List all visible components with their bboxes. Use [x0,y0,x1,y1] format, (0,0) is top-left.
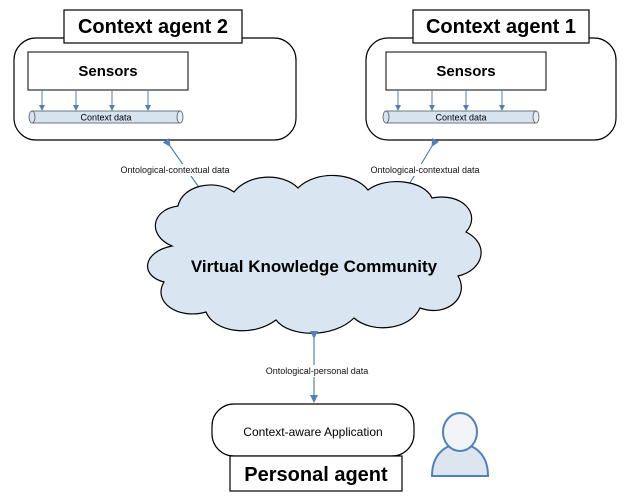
personal-agent-title-box [229,455,403,492]
virtual-knowledge-community-cloud: Virtual Knowledge Community [146,174,482,334]
left-link-label: Ontological-contextual data [120,165,229,175]
context-agent-1-pipe [382,110,540,124]
context-agent-1-sensors-label: Sensors [436,63,495,80]
left-link-label-bg [108,164,238,176]
user-icon [430,412,490,477]
personal-agent-title: Personal agent [244,464,388,486]
right-link-label-bg [362,164,492,176]
context-agent-2-sensors-label: Sensors [78,63,137,80]
context-agent-2-sensors-box [27,51,189,91]
context-agent-1-sensors-box [385,51,547,91]
context-agent-1-sensor-arrows [395,90,505,111]
context-agent-2-title: Context agent 2 [78,16,228,38]
personal-agent: Context-aware Application Personal agent [211,403,490,492]
context-agent-2-sensor-arrows [39,90,151,111]
context-aware-application-label: Context-aware Application [243,425,382,439]
personal-link-label-bg [270,365,366,377]
context-agent-2-pipe [28,110,184,124]
cloud-shape [146,174,482,334]
context-agent-2-title-box [63,9,243,44]
context-agent-1: Context agent 1 Sensors Context data [365,9,617,141]
context-agent-1-title: Context agent 1 [426,16,576,38]
context-agent-2-pipe-label: Context data [80,113,131,123]
context-agent-1-title-box [412,9,590,44]
context-agent-2: Context agent 2 Sensors Context data [13,9,297,141]
cloud-label: Virtual Knowledge Community [191,257,438,276]
personal-link-label: Ontological-personal data [266,366,369,376]
right-link-label: Ontological-contextual data [370,165,479,175]
context-agent-1-pipe-label: Context data [435,113,486,123]
